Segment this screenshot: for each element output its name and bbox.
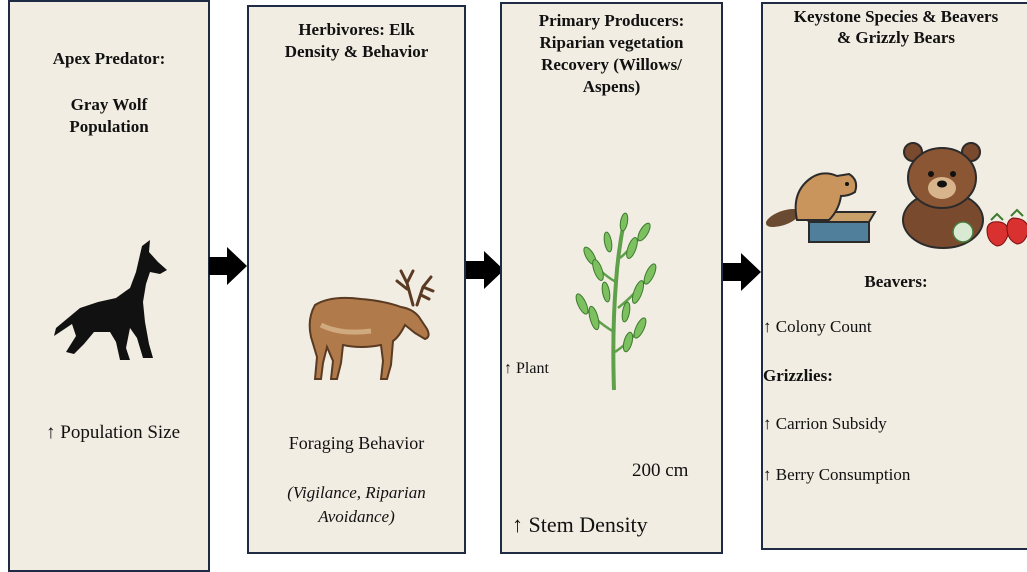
foraging-note: (Vigilance, Riparian Avoidance) bbox=[249, 481, 464, 529]
carrion-subsidy-label: ↑ Carrion Subsidy bbox=[763, 414, 887, 434]
panel-subtitle: Gray Wolf Population bbox=[10, 94, 208, 138]
colony-count-label: ↑ Colony Count bbox=[763, 317, 872, 337]
panel-title: Apex Predator: bbox=[10, 48, 208, 70]
panel-title: Keystone Species & Beavers & Grizzly Bea… bbox=[763, 6, 1027, 49]
foraging-behavior-label: Foraging Behavior bbox=[249, 433, 464, 454]
panel-herbivores: Herbivores: Elk Density & Behavior Forag… bbox=[247, 5, 466, 554]
elk-icon bbox=[301, 265, 441, 383]
panel-apex-predator: Apex Predator: Gray Wolf Population ↑ Po… bbox=[8, 0, 210, 572]
flow-arrow-icon bbox=[207, 247, 249, 285]
stem-density-label: ↑ Stem Density bbox=[512, 512, 648, 538]
panel-primary-producers: Primary Producers: Riparian vegetation R… bbox=[500, 2, 723, 554]
berry-consumption-label: ↑ Berry Consumption bbox=[763, 465, 910, 485]
wolf-icon bbox=[46, 232, 176, 372]
plant-label: ↑ Plant bbox=[504, 360, 549, 378]
beaver-icon bbox=[763, 164, 883, 248]
height-label: 200 cm bbox=[632, 460, 688, 482]
panel-title: Herbivores: Elk Density & Behavior bbox=[249, 19, 464, 63]
flow-arrow-icon bbox=[721, 253, 763, 291]
grizzlies-heading: Grizzlies: bbox=[763, 366, 833, 386]
panel-title: Primary Producers: Riparian vegetation R… bbox=[502, 10, 721, 98]
beavers-heading: Beavers: bbox=[763, 271, 1027, 293]
strawberry-icon bbox=[949, 202, 1027, 248]
population-size-label: ↑ Population Size bbox=[46, 422, 180, 444]
willow-icon bbox=[568, 212, 664, 392]
panel-keystone-species: Keystone Species & Beavers & Grizzly Bea… bbox=[761, 2, 1027, 550]
